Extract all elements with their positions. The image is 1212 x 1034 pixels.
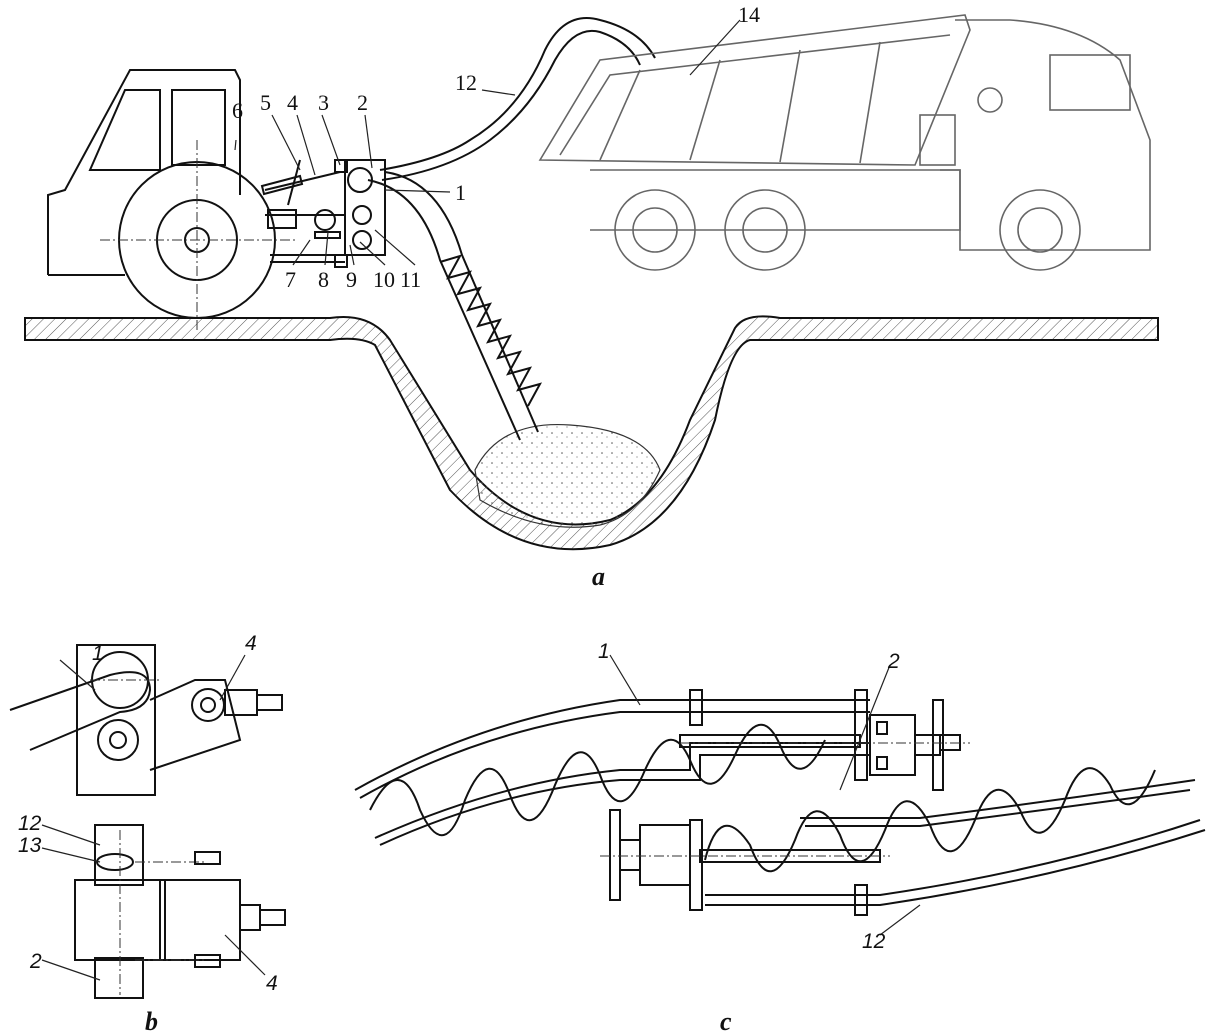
callout-14: 14	[738, 2, 760, 27]
auger-tube-lower	[367, 171, 543, 441]
truck-wheel-2	[724, 189, 806, 271]
callout-b-4: 4	[266, 972, 278, 995]
panel-a: 6 5 4 3 2 1 7 8 9 10 11 12 14 a	[24, 2, 1159, 591]
callout-b-13: 13	[18, 834, 42, 857]
callout-4: 4	[287, 90, 298, 115]
callout-c-2: 2	[887, 650, 900, 673]
callout-7: 7	[285, 267, 296, 292]
caption-c: c	[720, 1007, 732, 1034]
panel-b: 1 4 12 13 2 4 b	[9, 632, 286, 1034]
callout-b-1: 1	[92, 642, 104, 665]
caption-a: a	[592, 562, 605, 591]
dump-truck	[538, 14, 1151, 271]
callout-3: 3	[318, 90, 329, 115]
panel-c: 1 2 12 c	[354, 640, 1206, 1034]
callout-5: 5	[260, 90, 271, 115]
callout-9: 9	[346, 267, 357, 292]
truck-wheel-3	[999, 189, 1081, 271]
callout-b-12: 12	[18, 812, 42, 835]
drive-mechanism	[260, 159, 386, 268]
discharge-hose	[379, 17, 656, 181]
truck-wheel-1	[614, 189, 696, 271]
tractor	[47, 69, 345, 330]
callout-2: 2	[357, 90, 368, 115]
callout-1: 1	[455, 180, 466, 205]
callout-12: 12	[455, 70, 477, 95]
callout-8: 8	[318, 267, 329, 292]
callout-b-4-top: 4	[245, 632, 257, 655]
callout-10: 10	[373, 267, 395, 292]
caption-b: b	[145, 1007, 158, 1034]
callout-b-2: 2	[29, 950, 42, 973]
callout-c-12: 12	[862, 930, 886, 953]
leader-lines	[234, 19, 741, 266]
callout-6: 6	[232, 98, 243, 123]
callout-11: 11	[400, 267, 421, 292]
callout-c-1: 1	[598, 640, 610, 663]
soil-heap	[474, 423, 661, 528]
